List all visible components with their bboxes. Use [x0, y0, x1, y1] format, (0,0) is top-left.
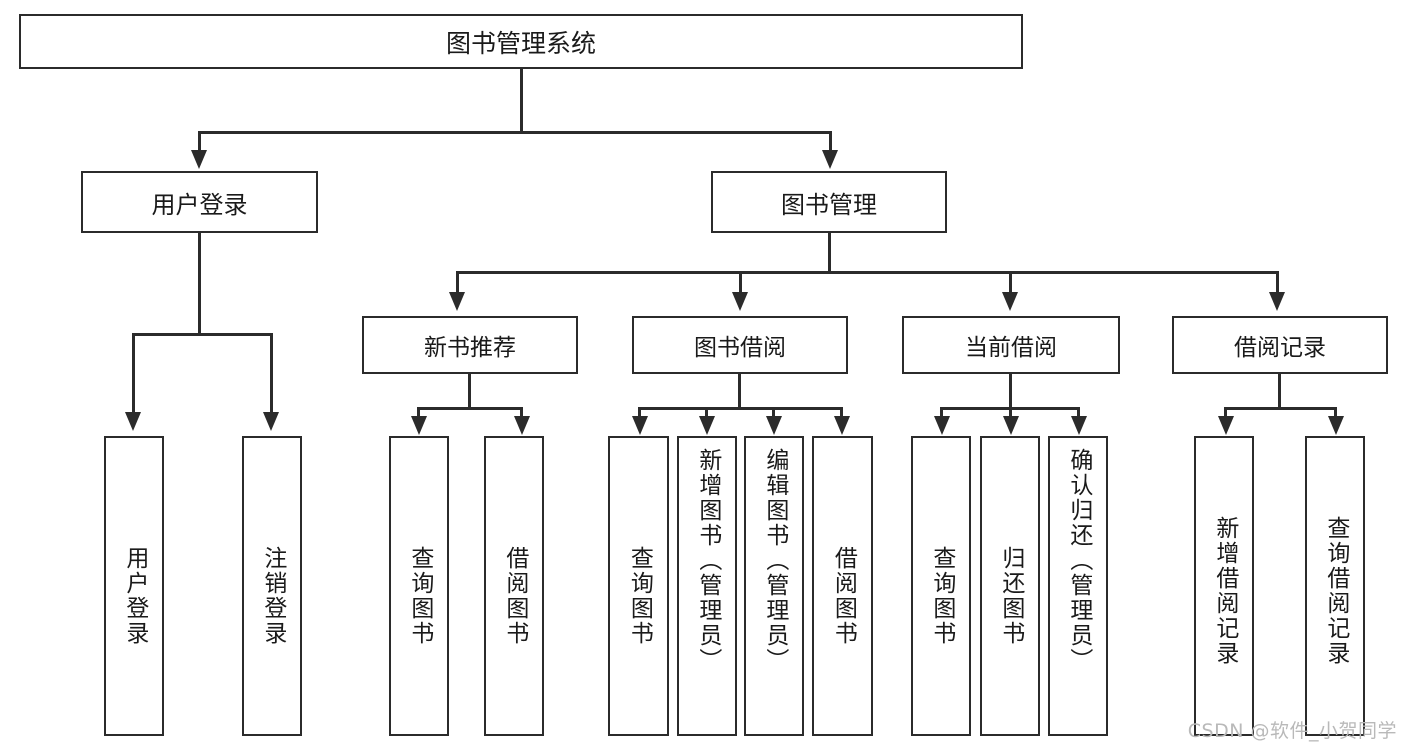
connector-new-book-stem [468, 374, 471, 410]
connector-bm-to-book-borrow [739, 271, 742, 299]
leaf-label: 借阅图书 [501, 546, 528, 646]
connector-br-to-leaf-2 [1334, 407, 1337, 421]
connector-bm-to-new-book [456, 271, 459, 299]
connector-bb-to-leaf-3 [772, 407, 775, 421]
connector-root-stem [520, 69, 523, 133]
arrow-bm-to-current-borrow [1002, 292, 1018, 311]
leaf-label: 归还图书 [997, 546, 1024, 646]
node-label: 借阅记录 [1234, 335, 1326, 361]
connector-user-login-to-leaf-1 [132, 333, 135, 418]
leaf-label: 用户登录 [121, 546, 148, 646]
leaf-label: 编辑图书（管理员） [761, 448, 788, 673]
csdn-watermark: CSDN @软件_小贺同学 [1187, 720, 1397, 742]
node-book-management[interactable]: 图书管理 [711, 171, 947, 233]
arrow-bb-to-leaf-2 [699, 416, 715, 435]
arrow-bb-to-leaf-4 [834, 416, 850, 435]
connector-new-book-to-leaf-2 [520, 407, 523, 421]
node-book-borrow[interactable]: 图书借阅 [632, 316, 848, 374]
node-user-login[interactable]: 用户登录 [81, 171, 318, 233]
connector-user-login-to-leaf-2 [270, 333, 273, 418]
connector-root-to-book-management [829, 131, 832, 157]
connector-root-to-user-login [198, 131, 201, 157]
connector-borrow-record-stem [1278, 374, 1281, 410]
connector-book-borrow-stem [738, 374, 741, 410]
arrow-new-book-to-leaf-1 [411, 416, 427, 435]
leaf-query-book-recommend[interactable]: 查询图书 [389, 436, 449, 736]
node-current-borrow[interactable]: 当前借阅 [902, 316, 1120, 374]
connector-book-management-bus [456, 271, 1279, 274]
arrow-user-login-to-leaf-2 [263, 412, 279, 431]
leaf-query-book-current[interactable]: 查询图书 [911, 436, 971, 736]
leaf-label: 确认归还（管理员） [1065, 448, 1092, 673]
arrow-bm-to-borrow-record [1269, 292, 1285, 311]
arrow-bb-to-leaf-1 [632, 416, 648, 435]
arrow-root-to-book-management [822, 150, 838, 169]
connector-current-borrow-stem [1009, 374, 1012, 410]
leaf-query-borrow-record[interactable]: 查询借阅记录 [1305, 436, 1365, 736]
leaf-borrow-book-recommend[interactable]: 借阅图书 [484, 436, 544, 736]
connector-br-to-leaf-1 [1224, 407, 1227, 421]
leaf-edit-book[interactable]: 编辑图书（管理员） [744, 436, 804, 736]
connector-user-login-bus [132, 333, 273, 336]
arrow-new-book-to-leaf-2 [514, 416, 530, 435]
arrow-cb-to-leaf-2 [1003, 416, 1019, 435]
leaf-logout[interactable]: 注销登录 [242, 436, 302, 736]
node-label: 图书借阅 [694, 335, 786, 361]
connector-new-book-to-leaf-1 [417, 407, 420, 421]
leaf-borrow-book[interactable]: 借阅图书 [812, 436, 873, 736]
node-label: 用户登录 [151, 190, 248, 219]
arrow-bb-to-leaf-3 [766, 416, 782, 435]
node-root-system[interactable]: 图书管理系统 [19, 14, 1023, 69]
leaf-add-borrow-record[interactable]: 新增借阅记录 [1194, 436, 1254, 736]
connector-book-management-stem [828, 233, 831, 273]
arrow-cb-to-leaf-1 [934, 416, 950, 435]
leaf-label: 借阅图书 [830, 546, 857, 646]
connector-cb-to-leaf-1 [940, 407, 943, 421]
node-label: 图书管理系统 [445, 28, 596, 58]
node-borrow-record[interactable]: 借阅记录 [1172, 316, 1388, 374]
leaf-label: 查询图书 [406, 546, 433, 646]
node-label: 图书管理 [781, 190, 877, 219]
leaf-return-book[interactable]: 归还图书 [980, 436, 1040, 736]
leaf-label: 注销登录 [259, 546, 286, 646]
arrow-bm-to-book-borrow [732, 292, 748, 311]
leaf-user-login[interactable]: 用户登录 [104, 436, 164, 736]
connector-book-borrow-bus [638, 407, 843, 410]
connector-bb-to-leaf-1 [638, 407, 641, 421]
arrow-user-login-to-leaf-1 [125, 412, 141, 431]
connector-bb-to-leaf-2 [705, 407, 708, 421]
leaf-add-book[interactable]: 新增图书（管理员） [677, 436, 737, 736]
connector-cb-to-leaf-3 [1077, 407, 1080, 421]
leaf-query-book-borrow[interactable]: 查询图书 [608, 436, 669, 736]
leaf-label: 新增借阅记录 [1211, 516, 1238, 666]
connector-bm-to-current-borrow [1009, 271, 1012, 299]
connector-borrow-record-bus [1224, 407, 1336, 410]
leaf-confirm-return[interactable]: 确认归还（管理员） [1048, 436, 1108, 736]
leaf-label: 查询图书 [928, 546, 955, 646]
connector-root-bus [198, 131, 832, 134]
connector-bm-to-borrow-record [1276, 271, 1279, 299]
connector-new-book-bus [417, 407, 523, 410]
connector-cb-to-leaf-2 [1009, 407, 1012, 421]
connector-bb-to-leaf-4 [840, 407, 843, 421]
arrow-br-to-leaf-1 [1218, 416, 1234, 435]
node-label: 新书推荐 [424, 335, 516, 361]
leaf-label: 查询借阅记录 [1322, 516, 1349, 666]
arrow-bm-to-new-book [449, 292, 465, 311]
leaf-label: 查询图书 [626, 546, 653, 646]
leaf-label: 新增图书（管理员） [694, 448, 721, 673]
arrow-cb-to-leaf-3 [1071, 416, 1087, 435]
node-new-book-recommend[interactable]: 新书推荐 [362, 316, 578, 374]
arrow-root-to-user-login [191, 150, 207, 169]
node-label: 当前借阅 [965, 335, 1057, 361]
connector-user-login-stem [198, 233, 201, 335]
arrow-br-to-leaf-2 [1328, 416, 1344, 435]
